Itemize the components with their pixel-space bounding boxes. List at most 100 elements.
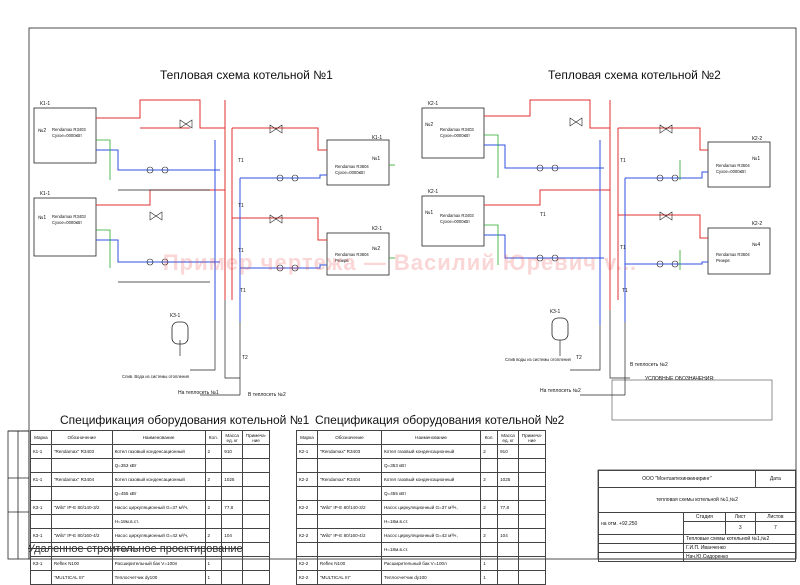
spec2-cell: К2-2 [296, 500, 318, 515]
spec2-cell [497, 542, 520, 557]
spec2-cell [518, 486, 546, 501]
spec2-header-cell: Кол. [480, 430, 499, 445]
spec2-header-cell: Масса ед. кг [497, 430, 520, 445]
spec1-cell: 2 [204, 444, 223, 459]
spec2-header-cell: Марка [296, 430, 318, 445]
spec2-cell [518, 528, 546, 543]
schema2-boiler2-sub: Сухое=0000кВт [440, 219, 470, 224]
spec2-cell [296, 458, 318, 473]
spec1-cell [221, 486, 244, 501]
spec1-cell: Котел газовый конденсационный [111, 444, 206, 459]
schema2-boiler3-num: №1 [752, 156, 761, 162]
spec2-cell: "Wilo" IP-E 80/140-3/2 [316, 500, 382, 515]
spec1-cell: К1-1 [30, 444, 52, 459]
schema2-t-label-3: Т1 [620, 245, 626, 251]
spec1-cell [50, 514, 113, 529]
stamp-date-label: Дата [754, 470, 797, 488]
spec2-cell: 104 [497, 528, 520, 543]
stamp-sheet: 3 [724, 521, 756, 535]
spec1-cell: Q=353 кВт [111, 458, 206, 473]
spec1-cell [221, 458, 244, 473]
spec1-cell [221, 570, 244, 585]
spec2-title: Спецификация оборудования котельной №2 [315, 413, 565, 427]
schema1-boiler4-num: №2 [372, 246, 381, 252]
spec1-cell [204, 514, 223, 529]
spec1-cell: H=18м.в.ст. [111, 514, 206, 529]
spec1-cell [242, 444, 270, 459]
spec2-cell [518, 542, 546, 557]
spec1-cell: КЗ-1 [30, 528, 52, 543]
schema2-boiler4-sub: Резерв [716, 258, 730, 263]
spec1-cell [30, 514, 52, 529]
spec2-cell: 1 [480, 556, 499, 571]
spec2-cell: 910 [497, 444, 520, 459]
schema2-boiler3-sub: Сухое=0000кВт [716, 169, 746, 174]
spec2-cell [497, 556, 520, 571]
spec1-cell [50, 458, 113, 473]
spec1-cell: Насос циркуляционный G=42 м³/ч, [111, 528, 206, 543]
spec2-cell: Теплосчетчик dу100 [380, 570, 482, 585]
schema2-t-label-1: Т1 [620, 158, 626, 164]
spec1-cell: 1 [204, 556, 223, 571]
schema1-boiler2-sub: Сухое=0000кВт [52, 220, 82, 225]
schema1-boiler1-num: №2 [38, 128, 47, 134]
schema2-boiler1-name: Rendamax R3403 [440, 127, 474, 132]
spec1-cell [30, 458, 52, 473]
spec2-cell: К2-2 [296, 528, 318, 543]
schema1-boiler3-tag: К1-1 [372, 135, 383, 141]
schema1-t-label-2: Т1 [238, 203, 244, 209]
spec1-cell [242, 514, 270, 529]
spec1-cell [30, 570, 52, 585]
stamp-doc-title: тепловая схемы котельной №1,№2 [598, 487, 796, 513]
spec2-cell [480, 542, 499, 557]
stamp-stage [683, 521, 726, 535]
stamp-sheet-name: Тепловые схемы котельной №1,№2 [683, 534, 796, 544]
spec2-cell [296, 486, 318, 501]
spec1-cell: Reflex N100 [50, 556, 113, 571]
stamp-gip: Г.И.П. Иванченко [683, 543, 796, 553]
schema1-boiler2-num: №1 [38, 215, 47, 221]
schema2-title: Тепловая схема котельной №2 [548, 68, 721, 82]
schema1-note-net1: На теплосеть №1 [178, 390, 219, 396]
spec1-row: Q=353 кВт [30, 458, 270, 473]
spec1-header-cell: Обозначение [50, 430, 113, 445]
spec2-cell [518, 472, 546, 487]
spec1-header-cell: Наименование [111, 430, 206, 445]
spec1-cell [50, 486, 113, 501]
spec2-row: Q=455 кВт [296, 486, 546, 501]
schema1-boiler2-name: Rendamax R3403 [52, 214, 86, 219]
schema2-boiler1-sub: Сухое=0000кВт [440, 133, 470, 138]
spec2-table: Марка Обозначение Наименование Кол. Масс… [296, 430, 546, 585]
schema1-tank-tag: КЗ-1 [170, 313, 181, 319]
schema1-boiler3-sub: Сухое=0000кВт [335, 170, 365, 175]
spec2-cell [497, 570, 520, 585]
spec1-table: Марка Обозначение Наименование Кол. Масс… [30, 430, 270, 585]
spec1-cell: Q=455 кВт [111, 486, 206, 501]
spec2-cell: К2-1 [296, 444, 318, 459]
spec1-cell [242, 528, 270, 543]
spec1-cell: "MULTICAL III" [50, 570, 113, 585]
schema2-tank-tag: КЗ-1 [550, 309, 561, 315]
spec2-cell: 2 [480, 528, 499, 543]
schema2-note-net2: В теплосеть №2 [630, 362, 668, 368]
spec1-cell [242, 458, 270, 473]
spec1-cell: Теплосчетчик dу100 [111, 570, 206, 585]
spec1-cell: 1025 [221, 472, 244, 487]
spec1-cell [242, 542, 270, 557]
spec2-cell [316, 486, 382, 501]
spec2-header-cell: Примеча-ние [518, 430, 546, 445]
spec2-cell [316, 458, 382, 473]
schema2-boiler1-num: №2 [425, 122, 434, 128]
spec1-cell [221, 514, 244, 529]
schema2-boiler3-name: Rendamax R3604 [716, 163, 750, 168]
spec1-cell: 910 [221, 444, 244, 459]
spec1-row: H=18м.в.ст. [30, 514, 270, 529]
spec2-cell: 2 [480, 444, 499, 459]
spec2-row: H=18м.в.ст. [296, 542, 546, 557]
spec2-cell: Насос циркуляционный G=37 м³/ч, [380, 500, 482, 515]
schema1-t-label-1: Т1 [238, 158, 244, 164]
